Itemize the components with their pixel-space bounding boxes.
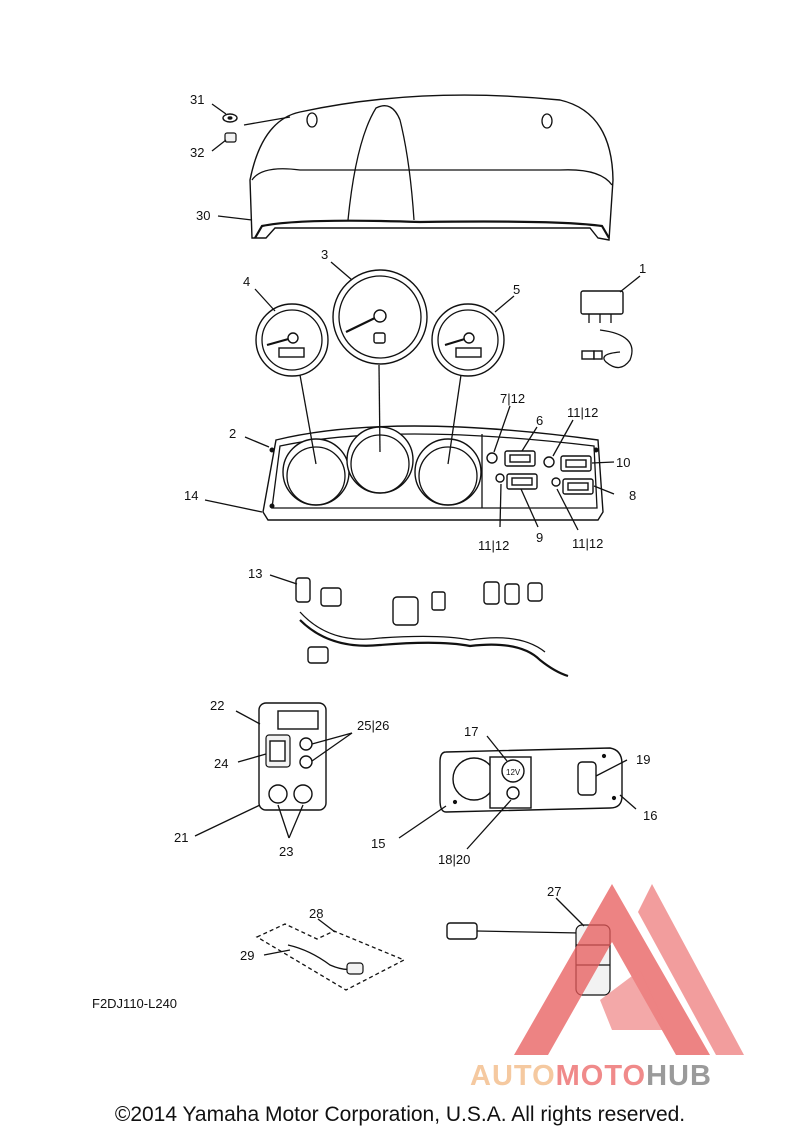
watermark-text: AUTOMOTOHUB xyxy=(470,1060,712,1093)
cable-kit-part-28 xyxy=(255,923,406,991)
callout-18-20: 18|20 xyxy=(438,852,470,867)
callout-9: 9 xyxy=(536,530,543,545)
callout-8: 8 xyxy=(629,488,636,503)
callout-19: 19 xyxy=(636,752,650,767)
callout-16: 16 xyxy=(643,808,657,823)
callout-24: 24 xyxy=(214,756,228,771)
gauge-part-4 xyxy=(255,303,329,377)
module-part-1 xyxy=(580,290,633,369)
callout-7-12: 7|12 xyxy=(500,391,525,406)
watermark-logo xyxy=(514,884,744,1055)
callout-27: 27 xyxy=(547,884,561,899)
callout-11-12-left: 11|12 xyxy=(478,538,509,553)
callout-4: 4 xyxy=(243,274,250,289)
callout-21: 21 xyxy=(174,830,188,845)
callout-23: 23 xyxy=(279,844,293,859)
dash-cover-part-30 xyxy=(249,94,614,241)
callout-numbers: 31 32 30 1 3 4 5 7|12 11|12 6 2 10 14 8 … xyxy=(174,92,657,963)
callout-31: 31 xyxy=(190,92,204,107)
outlet-panel-part-16 xyxy=(439,747,623,813)
callout-15: 15 xyxy=(371,836,385,851)
callout-11-12-top: 11|12 xyxy=(567,405,598,420)
callout-10: 10 xyxy=(616,455,630,470)
callout-22: 22 xyxy=(210,698,224,713)
copyright-notice: ©2014 Yamaha Motor Corporation, U.S.A. A… xyxy=(114,1103,686,1126)
callout-29: 29 xyxy=(240,948,254,963)
callout-30: 30 xyxy=(196,208,210,223)
outlet-12v-label: 12V xyxy=(506,768,521,777)
nut-part-32 xyxy=(224,132,237,143)
gauge-part-5 xyxy=(431,303,505,377)
switch-panel-part-22 xyxy=(258,702,327,811)
watermark-moto: MOTO xyxy=(555,1060,647,1092)
watermark-hub: HUB xyxy=(646,1060,712,1092)
wire-harness-part-13 xyxy=(295,577,569,678)
callout-13: 13 xyxy=(248,566,262,581)
callout-1: 1 xyxy=(639,261,646,276)
callout-17: 17 xyxy=(464,724,478,739)
callout-5: 5 xyxy=(513,282,520,297)
gauge-part-3 xyxy=(332,269,428,365)
callout-3: 3 xyxy=(321,247,328,262)
callout-6: 6 xyxy=(536,413,543,428)
diagram-code: F2DJ110-L240 xyxy=(92,996,178,1011)
callout-11-12-right: 11|12 xyxy=(572,536,603,551)
meter-panel-part-2 xyxy=(262,425,604,521)
callout-32: 32 xyxy=(190,145,204,160)
leader-lines xyxy=(194,103,641,956)
callout-14: 14 xyxy=(184,488,198,503)
washer-part-31 xyxy=(222,113,238,123)
callout-28: 28 xyxy=(309,906,323,921)
callout-2: 2 xyxy=(229,426,236,441)
watermark-auto: AUTO xyxy=(470,1060,556,1092)
callout-25-26: 25|26 xyxy=(357,718,389,733)
